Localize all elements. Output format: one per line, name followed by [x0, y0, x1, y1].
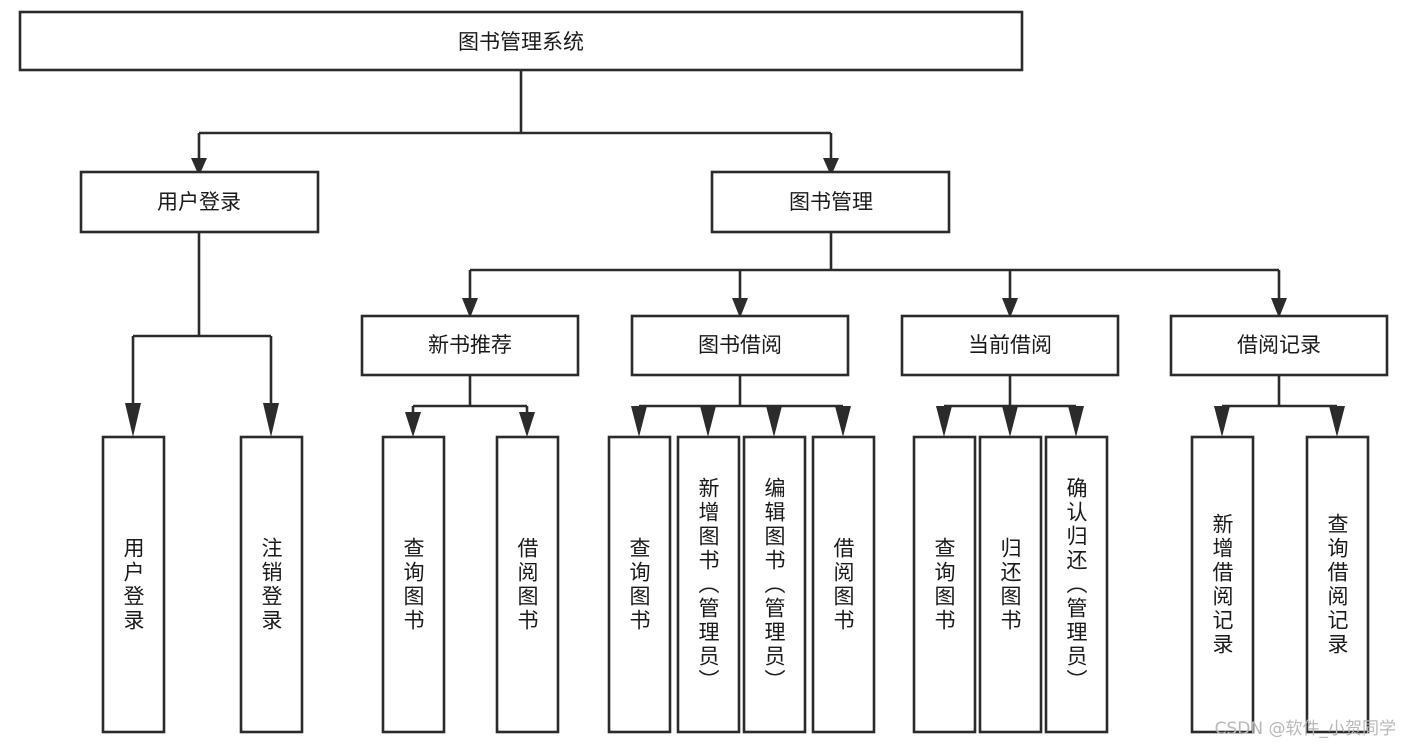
node-leaf-confirm-return-label: 确认归还（管理员） [1064, 477, 1088, 693]
node-leaf-query-book-2[interactable]: 查询图书 [607, 435, 672, 734]
node-leaf-borrow-book-2-box[interactable] [811, 435, 876, 734]
node-leaf-borrow-book-1[interactable]: 借阅图书 [495, 435, 560, 734]
node-root-label: 图书管理系统 [458, 30, 584, 54]
node-leaf-user-logout-box[interactable] [239, 435, 304, 734]
arrow-head-current-borrow [1002, 298, 1018, 318]
node-root-box[interactable] [18, 10, 1024, 72]
node-leaf-add-book-box[interactable] [676, 435, 741, 734]
arrow-head-book-borrow [732, 298, 748, 318]
node-leaf-edit-book-box[interactable] [742, 435, 807, 734]
node-leaf-add-record-box[interactable] [1190, 435, 1255, 734]
arrow-head-leaf-edit-book [766, 406, 782, 437]
node-leaf-user-login-box[interactable] [101, 435, 166, 734]
arrow-head-leaf-borrow-book-1 [519, 412, 535, 437]
node-book-borrow-label: 图书借阅 [698, 333, 782, 357]
node-leaf-query-book-3-label: 查询图书 [932, 537, 956, 633]
node-leaf-user-logout[interactable]: 注销登录 [239, 435, 304, 734]
arrow-head-borrow-record [1271, 298, 1287, 318]
arrow-head-leaf-add-book [700, 406, 716, 437]
arrow-head-leaf-query-book-2 [631, 406, 647, 437]
node-leaf-confirm-return[interactable]: 确认归还（管理员） [1044, 435, 1109, 734]
csdn-watermark: CSDN @软件_小贺同学 [1215, 719, 1396, 739]
node-leaf-confirm-return-box[interactable] [1044, 435, 1109, 734]
node-leaf-user-login[interactable]: 用户登录 [101, 435, 166, 734]
arrow-head-leaf-borrow-book-2 [835, 406, 851, 437]
node-leaf-query-book-1-label: 查询图书 [401, 537, 425, 633]
node-borrow-record-label: 借阅记录 [1237, 333, 1321, 357]
node-new-book-recommend-label: 新书推荐 [428, 333, 512, 357]
node-new-book-recommend-box[interactable] [360, 314, 580, 377]
node-borrow-record[interactable]: 借阅记录 [1169, 314, 1389, 377]
node-book-borrow[interactable]: 图书借阅 [630, 314, 850, 377]
arrow-head-leaf-confirm-return [1068, 406, 1084, 437]
node-leaf-query-record[interactable]: 查询借阅记录 [1305, 435, 1370, 734]
node-leaf-add-record-label: 新增借阅记录 [1210, 513, 1234, 657]
node-leaf-return-book[interactable]: 归还图书 [978, 435, 1043, 734]
node-leaf-borrow-book-1-label: 借阅图书 [515, 537, 539, 633]
node-leaf-query-book-3[interactable]: 查询图书 [912, 435, 977, 734]
node-current-borrow-box[interactable] [900, 314, 1120, 377]
node-leaf-query-book-3-box[interactable] [912, 435, 977, 734]
arrow-head-leaf-query-book-3 [936, 406, 952, 437]
arrow-head-leaf-query-book-1 [405, 412, 421, 437]
node-book-manage[interactable]: 图书管理 [710, 170, 951, 234]
arrow-head-leaf-user-logout [263, 403, 279, 437]
node-user-login-label: 用户登录 [157, 190, 241, 214]
node-book-borrow-box[interactable] [630, 314, 850, 377]
node-leaf-user-login-label: 用户登录 [121, 537, 145, 633]
arrow-head-book-manage [823, 158, 839, 176]
node-user-login[interactable]: 用户登录 [79, 170, 320, 234]
node-current-borrow[interactable]: 当前借阅 [900, 314, 1120, 377]
node-leaf-edit-book-label: 编辑图书（管理员） [762, 477, 786, 693]
arrow-head-new-book [462, 298, 478, 318]
node-leaf-return-book-box[interactable] [978, 435, 1043, 734]
node-leaf-query-book-1[interactable]: 查询图书 [381, 435, 446, 734]
node-leaf-add-book[interactable]: 新增图书（管理员） [676, 435, 741, 734]
node-leaf-user-logout-label: 注销登录 [259, 537, 283, 633]
connector-layer [125, 70, 1345, 437]
node-leaf-query-record-box[interactable] [1305, 435, 1370, 734]
node-borrow-record-box[interactable] [1169, 314, 1389, 377]
arrow-head-leaf-return-book [1002, 406, 1018, 437]
node-leaf-edit-book[interactable]: 编辑图书（管理员） [742, 435, 807, 734]
arrow-head-leaf-query-record [1329, 406, 1345, 437]
node-leaf-query-book-2-label: 查询图书 [627, 537, 651, 633]
node-current-borrow-label: 当前借阅 [968, 333, 1052, 357]
node-leaf-borrow-book-1-box[interactable] [495, 435, 560, 734]
node-leaf-add-book-label: 新增图书（管理员） [696, 477, 720, 693]
node-leaf-return-book-label: 归还图书 [998, 537, 1022, 633]
node-leaf-add-record[interactable]: 新增借阅记录 [1190, 435, 1255, 734]
node-new-book-recommend[interactable]: 新书推荐 [360, 314, 580, 377]
arrow-head-leaf-user-login [125, 403, 141, 437]
arrow-head-user-login [191, 158, 207, 176]
node-leaf-query-book-2-box[interactable] [607, 435, 672, 734]
node-root[interactable]: 图书管理系统 [18, 10, 1024, 72]
node-book-manage-box[interactable] [710, 170, 951, 234]
node-leaf-query-record-label: 查询借阅记录 [1325, 513, 1349, 657]
node-leaf-borrow-book-2[interactable]: 借阅图书 [811, 435, 876, 734]
node-leaf-query-book-1-box[interactable] [381, 435, 446, 734]
node-user-login-box[interactable] [79, 170, 320, 234]
arrow-head-leaf-add-record [1214, 406, 1230, 437]
node-leaf-borrow-book-2-label: 借阅图书 [831, 537, 855, 633]
node-book-manage-label: 图书管理 [789, 190, 873, 214]
